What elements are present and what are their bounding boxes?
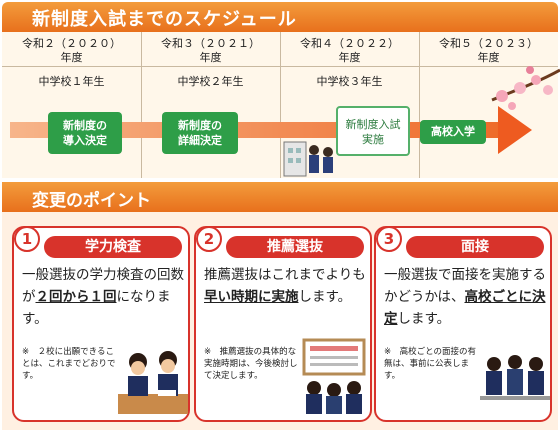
card-body-emphasis: 高校ごとに決定 bbox=[384, 289, 546, 327]
grade-label: 中学校３年生 bbox=[316, 75, 383, 88]
year-label: 令和４（２０２２） bbox=[300, 37, 399, 50]
card-heading: 推薦選抜 bbox=[226, 236, 364, 258]
card-note: ※ 推薦選抜の具体的な実施時期は、今後検討して決定します。 bbox=[204, 347, 298, 381]
school-illustration-icon bbox=[283, 141, 333, 177]
year-label: 令和５（２０２３） bbox=[439, 37, 538, 50]
grade-label: 中学校１年生 bbox=[38, 75, 105, 88]
year-suffix: 年度 bbox=[60, 51, 83, 64]
year-2021: 令和３（２０２１） 年度 bbox=[141, 37, 280, 65]
point-card-academic-test: 学力検査 一般選抜の学力検査の回数が２回から１回になります。 ※ ２校に出願でき… bbox=[12, 226, 190, 422]
year-2023: 令和５（２０２３） 年度 bbox=[419, 37, 558, 65]
year-label: 令和２（２０２０） bbox=[22, 37, 121, 50]
step-line: 新制度の bbox=[63, 119, 107, 132]
step-new-exam: 新制度入試 実施 bbox=[336, 106, 410, 156]
card-body-text: 推薦選抜はこれまでよりも bbox=[204, 267, 366, 283]
card-body-text: になります。 bbox=[22, 289, 171, 327]
card-heading: 面接 bbox=[406, 236, 544, 258]
card-note: ※ ２校に出願できることは、これまでどおりです。 bbox=[22, 347, 116, 381]
cherry-blossom-icon bbox=[491, 66, 560, 110]
step-high-school-entry: 高校入学 bbox=[420, 120, 486, 144]
point-card-recommendation: 推薦選抜 推薦選抜はこれまでよりも早い時期に実施します。 ※ 推薦選抜の具体的な… bbox=[194, 226, 372, 422]
interview-students-icon bbox=[480, 355, 550, 400]
card-body: 推薦選抜はこれまでよりも早い時期に実施します。 bbox=[204, 264, 368, 308]
schedule-header: 新制度入試までのスケジュール bbox=[2, 2, 558, 32]
step-line: 導入決定 bbox=[63, 134, 107, 147]
points-header: 変更のポイント bbox=[2, 182, 558, 212]
exam-results-board-icon bbox=[302, 338, 366, 414]
card-body-text: します。 bbox=[298, 289, 352, 305]
timeline-table: 令和２（２０２０） 年度 令和３（２０２１） 年度 令和４（２０２２） 年度 令… bbox=[2, 32, 558, 178]
step-line: 詳細決定 bbox=[178, 134, 222, 147]
card-body-emphasis: ２回から１回 bbox=[35, 289, 117, 305]
students-studying-icon bbox=[118, 351, 188, 414]
step-details-decided: 新制度の 詳細決定 bbox=[162, 112, 238, 154]
point-number: 2 bbox=[196, 226, 222, 252]
grade-label: 中学校２年生 bbox=[177, 75, 244, 88]
year-suffix: 年度 bbox=[477, 51, 500, 64]
card-heading: 学力検査 bbox=[44, 236, 182, 258]
card-body-emphasis: 早い時期に実施 bbox=[204, 289, 299, 305]
year-2020: 令和２（２０２０） 年度 bbox=[2, 37, 141, 65]
column-divider bbox=[141, 32, 142, 178]
card-note: ※ 高校ごとの面接の有無は、事前に公表します。 bbox=[384, 347, 477, 381]
card-body: 一般選抜で面接を実施するかどうかは、高校ごとに決定します。 bbox=[384, 264, 548, 330]
year-suffix: 年度 bbox=[199, 51, 222, 64]
column-divider bbox=[280, 32, 281, 178]
step-introduction-decided: 新制度の 導入決定 bbox=[48, 112, 122, 154]
point-number: 1 bbox=[14, 226, 40, 252]
timeline-arrow-head bbox=[498, 106, 532, 154]
step-line: 新制度の bbox=[178, 119, 222, 132]
step-line: 新制度入試 bbox=[345, 118, 401, 131]
card-body: 一般選抜の学力検査の回数が２回から１回になります。 bbox=[22, 264, 186, 330]
points-title: 変更のポイント bbox=[32, 191, 151, 211]
year-2022: 令和４（２０２２） 年度 bbox=[280, 37, 419, 65]
point-number: 3 bbox=[376, 226, 402, 252]
card-body-text: 一般選抜の学力検査の回数が bbox=[22, 267, 184, 305]
page-title: 新制度入試までのスケジュール bbox=[32, 9, 297, 30]
row-divider bbox=[2, 66, 558, 67]
card-body-text: 一般選抜で面接を実施するかどうかは、 bbox=[384, 267, 546, 305]
card-body-text: します。 bbox=[397, 311, 451, 327]
step-line: 実施 bbox=[362, 133, 384, 146]
year-suffix: 年度 bbox=[338, 51, 361, 64]
step-line: 高校入学 bbox=[431, 125, 475, 138]
year-label: 令和３（２０２１） bbox=[161, 37, 260, 50]
point-card-interview: 面接 一般選抜で面接を実施するかどうかは、高校ごとに決定します。 ※ 高校ごとの… bbox=[374, 226, 552, 422]
column-divider bbox=[419, 32, 420, 178]
